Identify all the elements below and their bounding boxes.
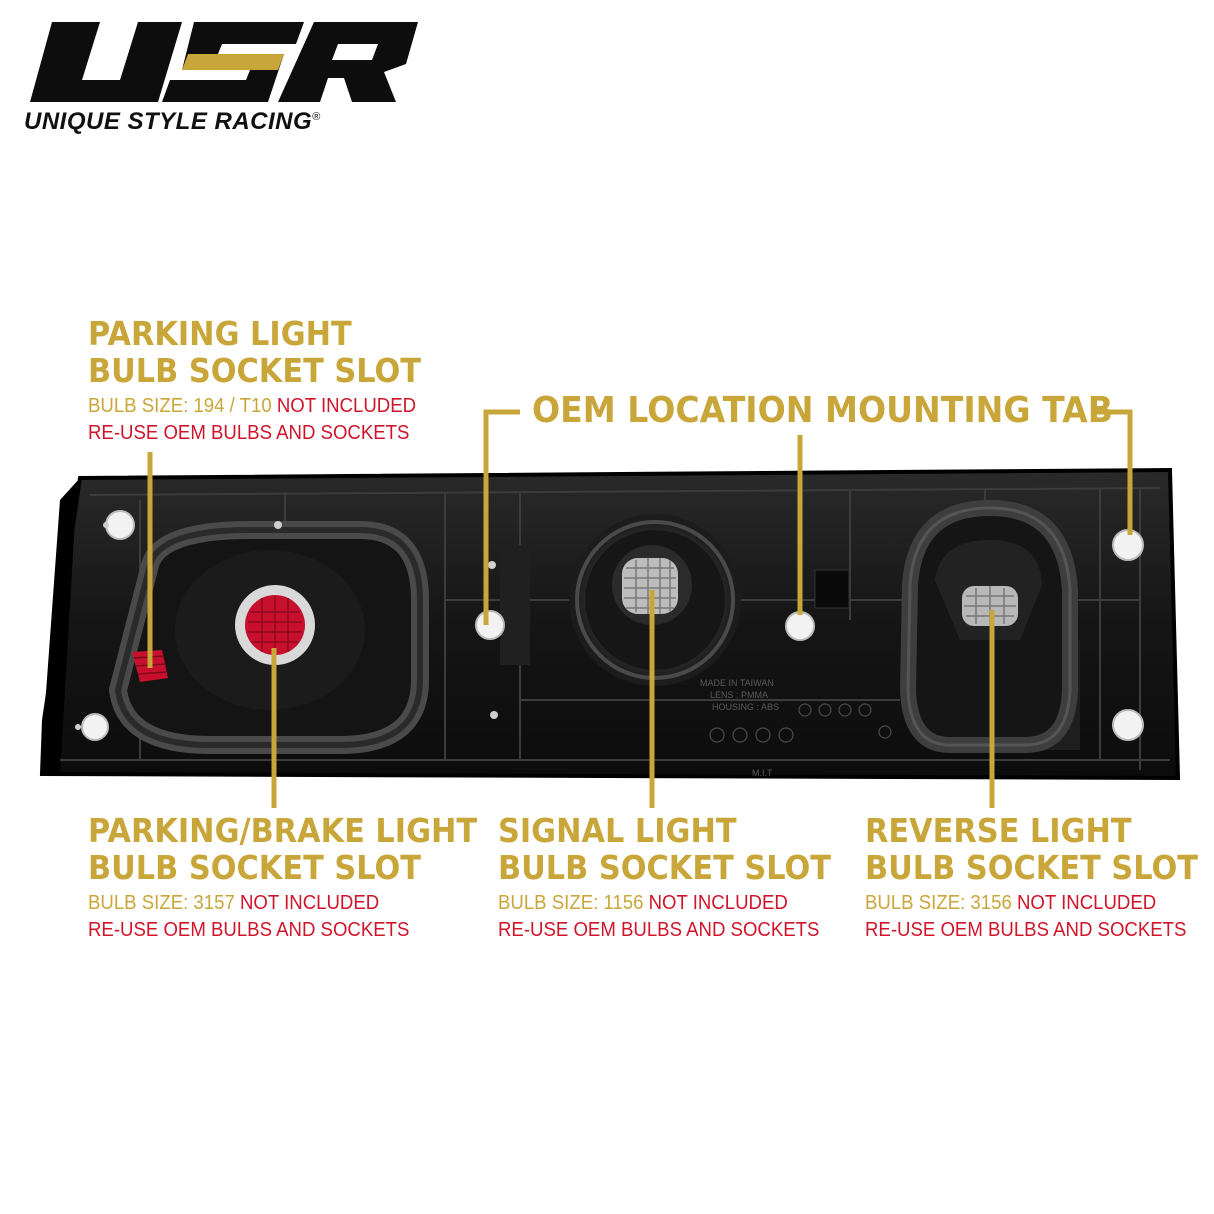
marking-lens: LENS : PMMA [710, 690, 768, 700]
marking-made-in: MADE IN TAIWAN [700, 678, 774, 688]
parking-brake-socket-area [108, 521, 429, 754]
mounting-pegs [81, 510, 1144, 741]
callout-parking-brake: PARKING/BRAKE LIGHT BULB SOCKET SLOT BUL… [88, 812, 511, 944]
mounting-peg-center-left [475, 610, 505, 640]
parking-not-included: NOT INCLUDED [276, 395, 417, 417]
reverse-reuse-note: RE-USE OEM BULBS AND SOCKETS [865, 919, 1187, 941]
usr-logo-mark [30, 22, 418, 102]
signal-reuse-note: RE-USE OEM BULBS AND SOCKETS [498, 919, 820, 941]
parking-brake-title-line2: BULB SOCKET SLOT [88, 848, 421, 887]
reverse-socket-area [899, 499, 1078, 753]
reverse-not-included: NOT INCLUDED [1016, 892, 1157, 914]
mounting-peg-center-right [785, 611, 815, 641]
mounting-peg-bottom-right [1112, 709, 1144, 741]
signal-title-line2: BULB SOCKET SLOT [498, 848, 831, 887]
reverse-bulb-size: BULB SIZE: 3156 [865, 892, 1012, 914]
marking-housing: HOUSING : ABS [712, 702, 779, 712]
signal-bulb-size: BULB SIZE: 1156 [498, 892, 644, 914]
mounting-peg-bottom-left [81, 713, 109, 741]
callout-signal: SIGNAL LIGHT BULB SOCKET SLOT BULB SIZE:… [498, 812, 860, 944]
mounting-peg-top-left [105, 510, 135, 540]
parking-title-line2: BULB SOCKET SLOT [88, 351, 421, 390]
parking-brake-not-included: NOT INCLUDED [239, 892, 380, 914]
signal-socket-area [569, 514, 741, 686]
reverse-title-line2: BULB SOCKET SLOT [865, 848, 1198, 887]
signal-title-line1: SIGNAL LIGHT [498, 811, 737, 850]
marking-mit: M.I.T [752, 768, 773, 778]
parking-title-line1: PARKING LIGHT [88, 314, 352, 353]
logo-tagline: UNIQUE STYLE RACING® [24, 108, 321, 136]
callout-parking: PARKING LIGHT BULB SOCKET SLOT BULB SIZE… [88, 315, 450, 447]
reverse-title-line1: REVERSE LIGHT [865, 811, 1132, 850]
leader-tab-left [483, 409, 520, 625]
parking-bulb-size: BULB SIZE: 194 / T10 [88, 395, 272, 417]
leader-lines [147, 409, 1133, 808]
usr-logo [22, 18, 422, 143]
logo-tagline-text: UNIQUE STYLE RACING [24, 108, 313, 135]
registered-mark: ® [312, 111, 321, 123]
signal-not-included: NOT INCLUDED [648, 892, 788, 914]
parking-brake-bulb-size: BULB SIZE: 3157 [88, 892, 235, 914]
leader-tab-right [1095, 409, 1133, 535]
parking-reuse-note: RE-USE OEM BULBS AND SOCKETS [88, 422, 410, 444]
parking-brake-title-line1: PARKING/BRAKE LIGHT [88, 811, 478, 850]
parking-brake-reuse-note: RE-USE OEM BULBS AND SOCKETS [88, 919, 410, 941]
mounting-tab-title: OEM LOCATION MOUNTING TAB [532, 390, 1114, 431]
callout-reverse: REVERSE LIGHT BULB SOCKET SLOT BULB SIZE… [865, 812, 1214, 944]
